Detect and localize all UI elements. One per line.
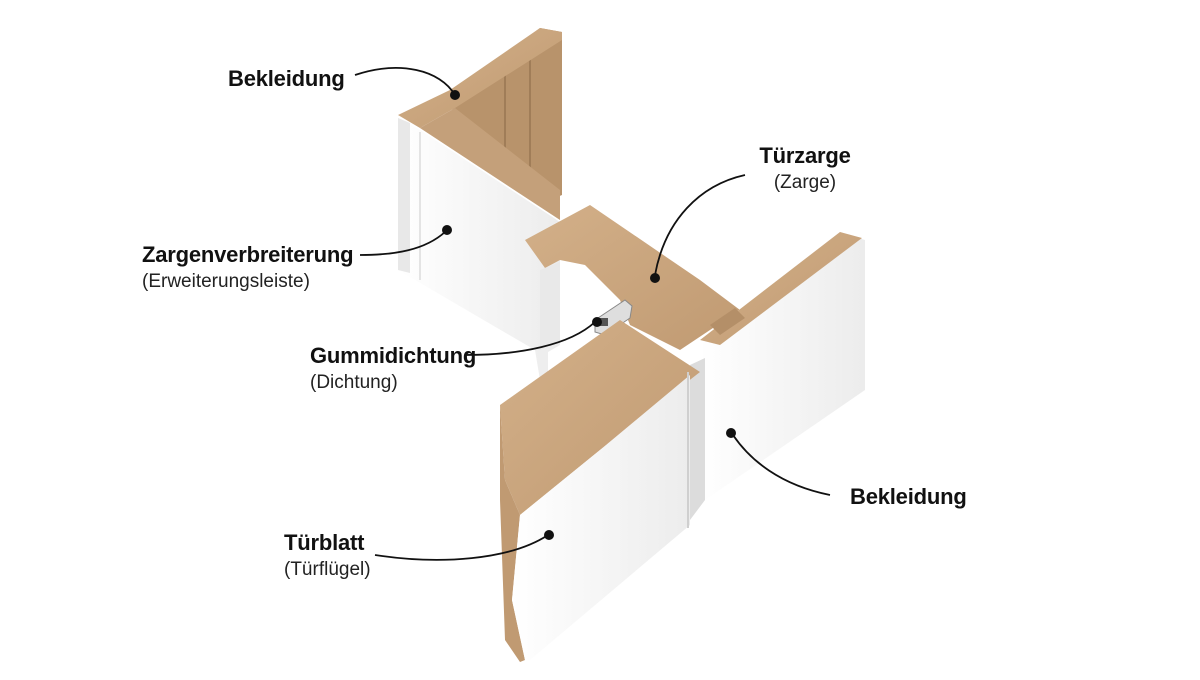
leader-bekleidung-right [732,434,831,496]
label-main: Türblatt [284,530,365,555]
casing-right [690,232,865,520]
label-main: Türzarge [759,143,851,168]
dot-bekleidung-right [726,428,736,438]
dot-gummidichtung [592,317,602,327]
dot-bekleidung-top [450,90,460,100]
leader-tuerzarge [654,174,746,276]
label-main: Gummidichtung [310,343,477,368]
label-gummidichtung: Gummidichtung (Dichtung) [310,343,476,394]
dot-tuerzarge [650,273,660,283]
rubber-seal [594,299,633,336]
label-sub: (Erweiterungsleiste) [142,271,310,293]
label-main: Bekleidung [228,66,345,91]
label-sub: (Dichtung) [310,372,398,394]
label-tuerblatt: Türblatt (Türflügel) [284,530,371,581]
label-bekleidung-right: Bekleidung [850,484,967,509]
label-main: Bekleidung [850,484,967,509]
label-sub: (Türflügel) [284,559,371,581]
door-leaf [500,320,700,662]
leader-dots [442,90,736,540]
label-sub: (Zarge) [773,172,837,194]
dot-zargenverbreiterung [442,225,452,235]
label-tuerzarge: Türzarge (Zarge) [740,143,870,194]
leader-bekleidung-top [354,67,456,96]
leader-zargenverbreiterung [359,231,446,256]
dot-tuerblatt [544,530,554,540]
door-frame-block [525,205,740,350]
frame-extension [398,108,560,380]
label-zargenverbreiterung: Zargenverbreiterung (Erweiterungsleiste) [142,242,354,293]
leader-gummidichtung [464,321,596,356]
label-bekleidung-top: Bekleidung [228,66,345,91]
label-main: Zargenverbreiterung [142,242,354,267]
leader-tuerblatt [374,534,549,561]
leader-lines [354,67,831,561]
